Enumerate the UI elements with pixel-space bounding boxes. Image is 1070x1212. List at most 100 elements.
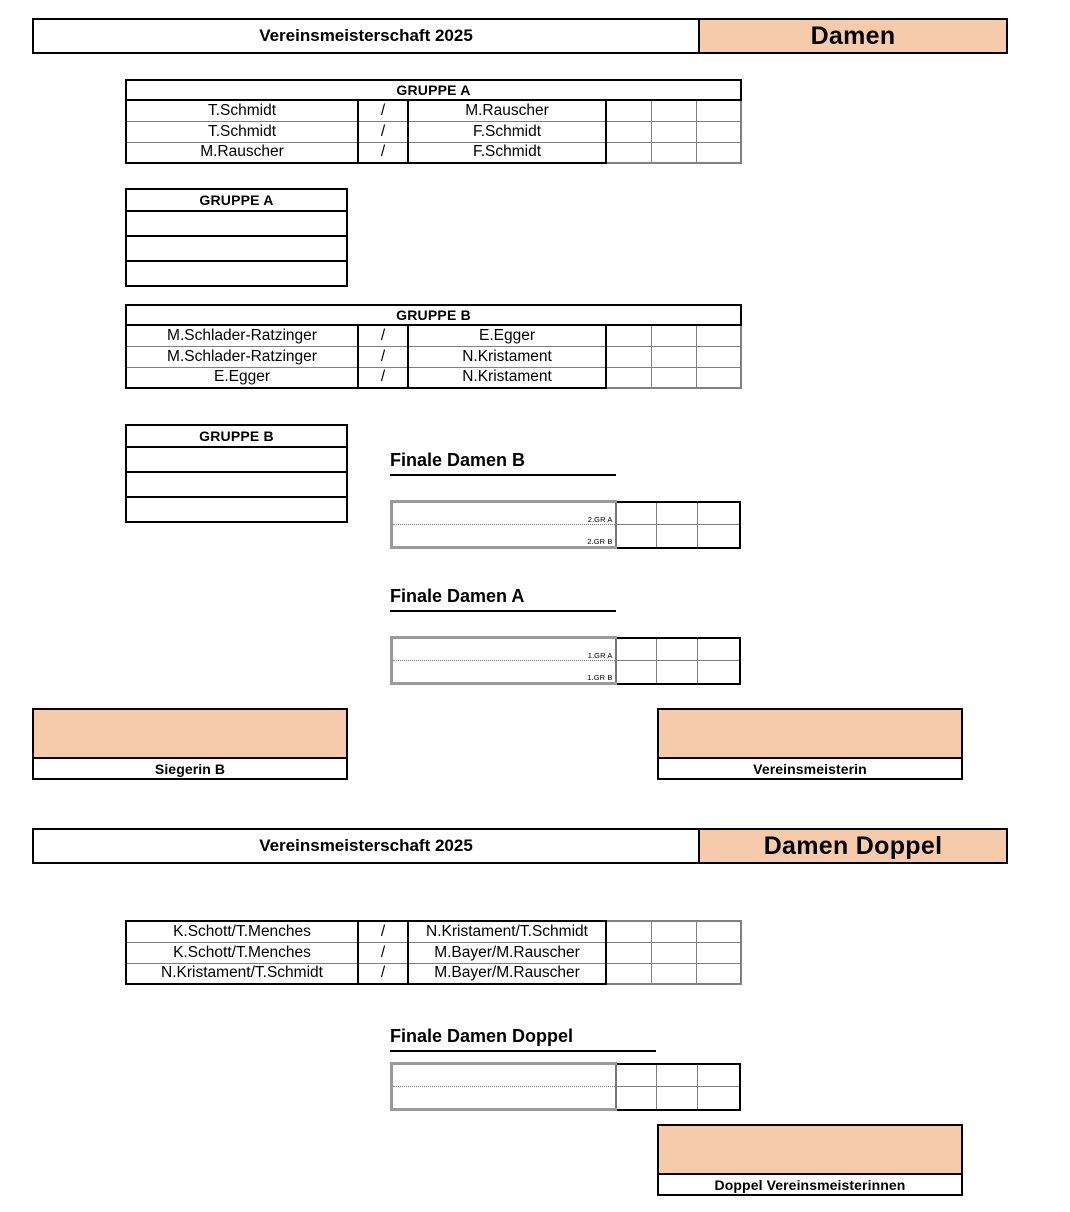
finale-damen-b-table: 2.GR A 2.GR B	[390, 500, 741, 549]
match-score-1[interactable]	[605, 324, 652, 347]
finale-slot-top[interactable]: 2.GR A	[390, 500, 617, 525]
finale-score-bottom-3[interactable]	[697, 1086, 741, 1111]
winner-b-label: Siegerin B	[32, 758, 348, 780]
match-score-1[interactable]	[605, 941, 652, 964]
finale-score-bottom-1[interactable]	[615, 524, 657, 549]
match-score-3[interactable]	[695, 345, 743, 368]
finale-score-bottom-2[interactable]	[656, 660, 698, 685]
table-row[interactable]	[390, 1086, 741, 1111]
match-score-2[interactable]	[650, 366, 697, 389]
table-row[interactable]: M.Rauscher / F.Schmidt	[125, 141, 742, 164]
match-score-3[interactable]	[695, 141, 742, 164]
group-a-match-table: GRUPPE A T.Schmidt / M.Rauscher T.Schmid…	[125, 79, 742, 164]
finale-score-top-2[interactable]	[656, 636, 698, 661]
finale-score-top-1[interactable]	[615, 500, 657, 525]
finale-score-top-3[interactable]	[697, 500, 741, 525]
table-row[interactable]	[390, 1062, 741, 1087]
finale-slot-bottom[interactable]: 1.GR B	[390, 660, 617, 685]
finale-score-top-3[interactable]	[697, 1062, 741, 1087]
match-score-3[interactable]	[695, 920, 742, 943]
match-separator: /	[357, 962, 409, 985]
doubles-champion-name[interactable]	[657, 1124, 963, 1174]
match-score-1[interactable]	[605, 366, 652, 389]
table-row[interactable]: M.Schlader-Ratzinger / N.Kristament	[125, 345, 743, 368]
table-row[interactable]: T.Schmidt / F.Schmidt	[125, 120, 742, 143]
match-separator: /	[357, 99, 409, 122]
match-player1: E.Egger	[125, 366, 359, 389]
finale-score-bottom-3[interactable]	[697, 524, 741, 549]
champion-name[interactable]	[657, 708, 963, 758]
finale-slot-bottom[interactable]: 2.GR B	[390, 524, 617, 549]
match-score-1[interactable]	[605, 345, 652, 368]
match-player2: M.Rauscher	[407, 99, 607, 122]
match-score-2[interactable]	[650, 345, 697, 368]
standings-row[interactable]	[125, 471, 348, 498]
standings-row[interactable]	[125, 496, 348, 523]
doubles-champion-label: Doppel Vereinsmeisterinnen	[657, 1174, 963, 1196]
table-row[interactable]: K.Schott/T.Menches / N.Kristament/T.Schm…	[125, 920, 742, 943]
standings-row[interactable]	[125, 235, 348, 262]
match-score-2[interactable]	[650, 941, 697, 964]
table-row[interactable]: K.Schott/T.Menches / M.Bayer/M.Rauscher	[125, 941, 742, 964]
group-a-header: GRUPPE A	[125, 79, 742, 101]
finale-score-bottom-1[interactable]	[615, 660, 657, 685]
table-row[interactable]: M.Schlader-Ratzinger / E.Egger	[125, 324, 743, 347]
standings-row[interactable]	[125, 210, 348, 237]
finale-score-top-3[interactable]	[697, 636, 741, 661]
match-score-2[interactable]	[650, 141, 697, 164]
standings-b-header: GRUPPE B	[125, 424, 348, 448]
winner-b-box: Siegerin B	[32, 708, 348, 780]
table-row[interactable]: 2.GR A	[390, 500, 741, 525]
finale-score-top-1[interactable]	[615, 636, 657, 661]
finale-score-top-1[interactable]	[615, 1062, 657, 1087]
match-separator: /	[357, 920, 409, 943]
match-player2: N.Kristament	[407, 345, 607, 368]
match-player1: N.Kristament/T.Schmidt	[125, 962, 359, 985]
table-row[interactable]: N.Kristament/T.Schmidt / M.Bayer/M.Rausc…	[125, 962, 742, 985]
finale-score-bottom-3[interactable]	[697, 660, 741, 685]
match-player1: M.Rauscher	[125, 141, 359, 164]
match-score-3[interactable]	[695, 324, 743, 347]
match-score-1[interactable]	[605, 962, 652, 985]
match-score-3[interactable]	[695, 962, 742, 985]
finale-score-bottom-2[interactable]	[656, 1086, 698, 1111]
match-score-3[interactable]	[695, 941, 742, 964]
match-score-1[interactable]	[605, 141, 652, 164]
finale-score-top-2[interactable]	[656, 1062, 698, 1087]
table-row[interactable]: T.Schmidt / M.Rauscher	[125, 99, 742, 122]
group-a-standings-table: GRUPPE A	[125, 188, 348, 287]
match-score-2[interactable]	[650, 99, 697, 122]
standings-row[interactable]	[125, 446, 348, 473]
finale-damen-b-heading: Finale Damen B	[390, 450, 616, 476]
match-separator: /	[357, 120, 409, 143]
finale-score-top-2[interactable]	[656, 500, 698, 525]
match-score-1[interactable]	[605, 920, 652, 943]
table-row[interactable]: 1.GR B	[390, 660, 741, 685]
match-score-3[interactable]	[695, 366, 743, 389]
champion-box: Vereinsmeisterin	[657, 708, 963, 780]
winner-b-name[interactable]	[32, 708, 348, 758]
match-player1: M.Schlader-Ratzinger	[125, 324, 359, 347]
match-score-2[interactable]	[650, 120, 697, 143]
match-player1: K.Schott/T.Menches	[125, 920, 359, 943]
group-b-match-table: GRUPPE B M.Schlader-Ratzinger / E.Egger …	[124, 304, 743, 389]
match-score-3[interactable]	[695, 120, 742, 143]
standings-row[interactable]	[125, 260, 348, 287]
finale-slot-top[interactable]: 1.GR A	[390, 636, 617, 661]
finale-score-bottom-2[interactable]	[656, 524, 698, 549]
match-score-2[interactable]	[650, 324, 697, 347]
match-score-1[interactable]	[605, 120, 652, 143]
doubles-match-table: K.Schott/T.Menches / N.Kristament/T.Schm…	[125, 920, 742, 985]
match-score-2[interactable]	[650, 962, 697, 985]
match-player2: F.Schmidt	[407, 141, 607, 164]
match-score-1[interactable]	[605, 99, 652, 122]
finale-slot-top[interactable]	[390, 1062, 617, 1087]
table-row[interactable]: 2.GR B	[390, 524, 741, 549]
finale-score-bottom-1[interactable]	[615, 1086, 657, 1111]
match-score-3[interactable]	[695, 99, 742, 122]
table-row[interactable]: E.Egger / N.Kristament	[125, 366, 743, 389]
finale-slot-bottom[interactable]	[390, 1086, 617, 1111]
match-score-2[interactable]	[650, 920, 697, 943]
match-separator: /	[357, 366, 409, 389]
table-row[interactable]: 1.GR A	[390, 636, 741, 661]
